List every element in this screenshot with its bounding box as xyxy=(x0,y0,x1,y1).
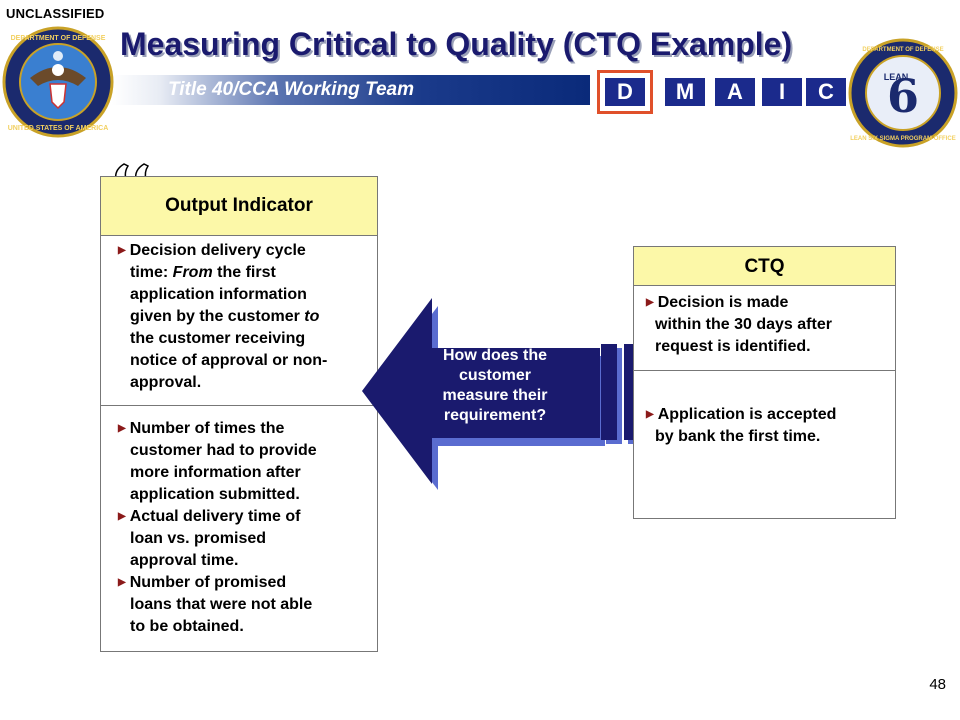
output-item1-line3: application information xyxy=(130,286,307,303)
ctq-section-1 xyxy=(633,285,896,371)
ctq-item-application-accepted: ▶Application is accepted by bank the fir… xyxy=(646,404,896,448)
output-item4-line3: to be obtained. xyxy=(130,618,244,635)
output-item-times-provided: ▶Number of times the customer had to pro… xyxy=(118,418,378,506)
ctq-header: CTQ xyxy=(633,246,896,286)
output-indicator-section-2 xyxy=(100,405,378,652)
ctq-item2-line1: Application is accepted xyxy=(657,406,837,423)
bullet-icon: ▶ xyxy=(646,409,654,420)
output-item1-line1: Decision delivery cycle xyxy=(129,242,306,259)
output-indicator-header: Output Indicator xyxy=(100,176,378,236)
bullet-icon: ▶ xyxy=(118,511,126,522)
output-item-actual-delivery: ▶Actual delivery time of loan vs. promis… xyxy=(118,506,378,572)
classification-label: UNCLASSIFIED xyxy=(6,6,105,21)
bullet-icon: ▶ xyxy=(118,577,126,588)
dmaic-m: M xyxy=(665,78,705,106)
dod-seal-logo: DEPARTMENT OF DEFENSE UNITED STATES OF A… xyxy=(2,26,114,138)
arrow-text-line3: measure their xyxy=(442,387,548,404)
output-item1-line7: approval. xyxy=(130,374,202,391)
bullet-icon: ▶ xyxy=(118,245,126,256)
output-item2-line3: more information after xyxy=(130,464,301,481)
ctq-item-decision-made: ▶Decision is made within the 30 days aft… xyxy=(646,292,896,358)
left-seal-ring-text-bottom: UNITED STATES OF AMERICA xyxy=(8,125,109,132)
dmaic-current-phase-highlight xyxy=(597,70,653,114)
output-item1-line2b: From xyxy=(172,264,213,281)
arrow-text-line4: requirement? xyxy=(443,407,547,424)
ctq-item1-line3: request is identified. xyxy=(655,338,811,355)
output-indicator-section-1 xyxy=(100,235,378,406)
output-item1-line4b: to xyxy=(304,308,320,325)
output-item3-line1: Actual delivery time of xyxy=(129,508,301,525)
output-item2-line2: customer had to provide xyxy=(130,442,317,459)
lean-six-sigma-seal-logo: 6 LEAN DEPARTMENT OF DEFENSE LEAN SIX SI… xyxy=(848,38,958,148)
output-item-decision-cycle: ▶Decision delivery cycle time: From the … xyxy=(118,240,378,394)
subtitle-banner xyxy=(112,75,590,105)
output-item1-line2c: the first xyxy=(212,264,276,281)
dmaic-c: C xyxy=(806,78,846,106)
output-item3-line2: loan vs. promised xyxy=(130,530,267,547)
question-arrow xyxy=(362,298,640,490)
dmaic-a: A xyxy=(715,78,755,106)
output-item-promised-loans: ▶Number of promised loans that were not … xyxy=(118,572,378,638)
output-item2-line4: application submitted. xyxy=(130,486,300,503)
output-item1-line2a: time: xyxy=(130,264,173,281)
right-seal-inner-text: LEAN xyxy=(884,72,909,82)
ctq-item1-line2: within the 30 days after xyxy=(655,316,832,333)
output-items-list-2: ▶Number of times the customer had to pro… xyxy=(118,418,378,638)
right-seal-ring-text-top: DEPARTMENT OF DEFENSE xyxy=(862,47,943,53)
output-item1-line4a: given by the customer xyxy=(130,308,305,325)
right-seal-ring-text-bottom: LEAN SIX SIGMA PROGRAM OFFICE xyxy=(850,136,955,142)
output-item4-line1: Number of promised xyxy=(129,574,287,591)
svg-text:6: 6 xyxy=(887,69,919,123)
output-item2-line1: Number of times the xyxy=(129,420,285,437)
arrow-text-line2: customer xyxy=(458,367,532,384)
output-item4-line2: loans that were not able xyxy=(130,596,313,613)
bullet-icon: ▶ xyxy=(646,297,654,308)
arrow-question-text: How does the customer measure their requ… xyxy=(420,346,570,426)
output-item3-line3: approval time. xyxy=(130,552,239,569)
dmaic-i: I xyxy=(762,78,802,106)
output-item1-line5: the customer receiving xyxy=(130,330,306,347)
slide-number: 48 xyxy=(929,676,946,693)
arrow-text-line1: How does the xyxy=(442,347,547,364)
slide-title: Measuring Critical to Quality (CTQ Examp… xyxy=(120,26,793,62)
ctq-item2-line2: by bank the first time. xyxy=(655,428,821,445)
bullet-icon: ▶ xyxy=(118,423,126,434)
ctq-section-2 xyxy=(633,370,896,519)
output-item1-line6: notice of approval or non- xyxy=(130,352,328,369)
dmaic-d: D xyxy=(605,78,645,106)
left-seal-ring-text-top: DEPARTMENT OF DEFENSE xyxy=(11,35,106,42)
subtitle-text: Title 40/CCA Working Team xyxy=(168,79,414,100)
ctq-item1-line1: Decision is made xyxy=(657,294,789,311)
